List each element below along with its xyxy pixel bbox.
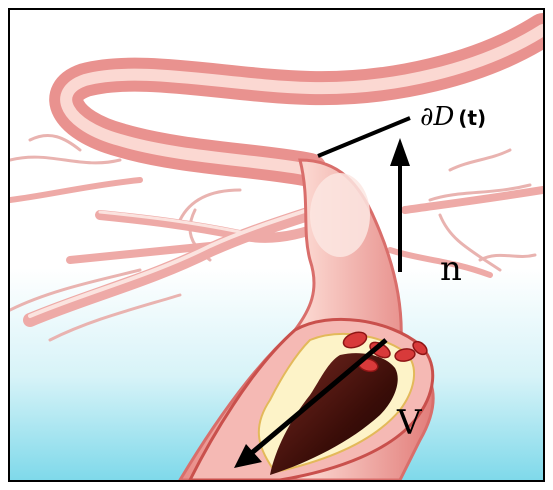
boundary-label: ∂D(t) xyxy=(420,104,486,130)
vessel-illustration xyxy=(10,10,543,480)
boundary-time-argument: (t) xyxy=(458,106,486,130)
vessel-diagram: ∂D(t) n V xyxy=(8,8,545,482)
boundary-symbol: ∂D xyxy=(420,102,454,132)
normal-vector-label: n xyxy=(440,252,462,286)
velocity-vector-label: V xyxy=(397,406,422,440)
